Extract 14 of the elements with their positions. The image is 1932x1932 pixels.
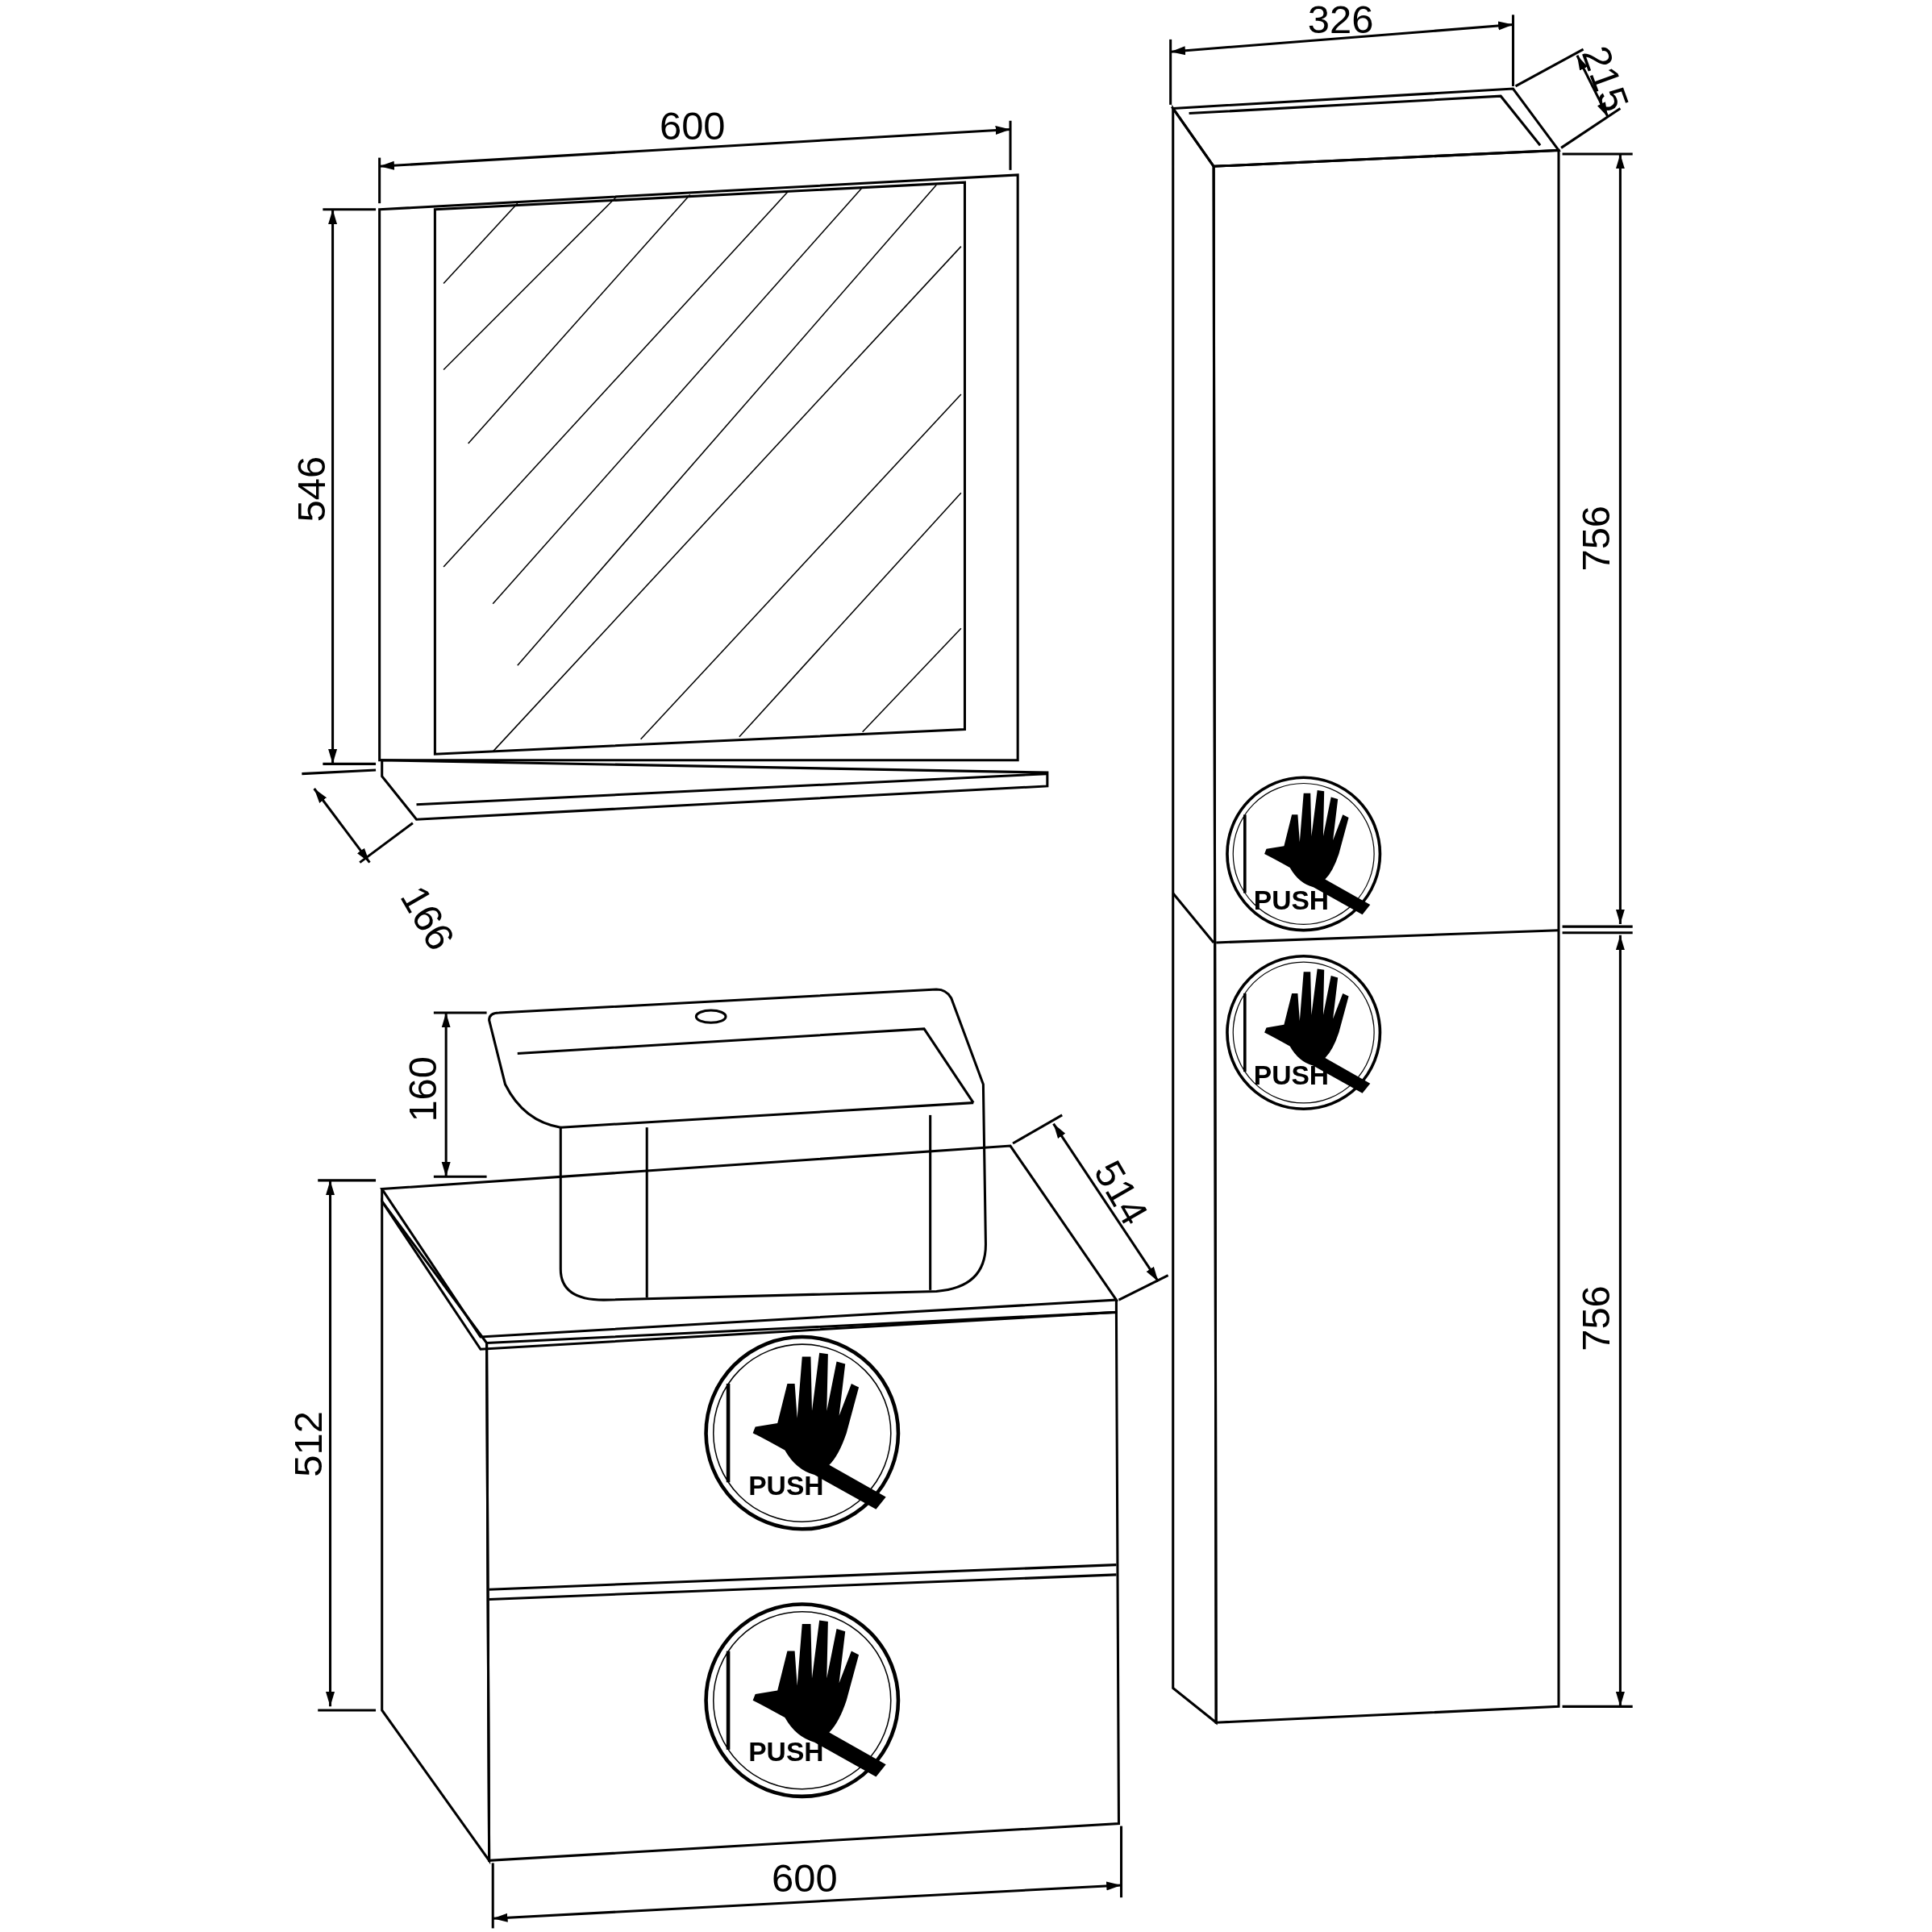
dimension-value: 166 — [393, 879, 461, 956]
push-label: PUSH — [748, 1472, 824, 1500]
push-label: PUSH — [1253, 887, 1330, 914]
dimension-value: 512 — [288, 1411, 328, 1477]
dimension-value: 160 — [402, 1056, 443, 1122]
dimension-value: 326 — [1307, 0, 1374, 40]
push-label: PUSH — [1253, 1062, 1330, 1089]
dimension-value: 756 — [1576, 505, 1616, 572]
dimension-value: 600 — [660, 106, 726, 146]
dimension-value: 546 — [292, 456, 332, 523]
dimension-value: 600 — [772, 1858, 838, 1898]
dimension-value: 514 — [1087, 1154, 1155, 1231]
dimension-value: 756 — [1576, 1285, 1616, 1351]
push-label: PUSH — [748, 1738, 824, 1766]
